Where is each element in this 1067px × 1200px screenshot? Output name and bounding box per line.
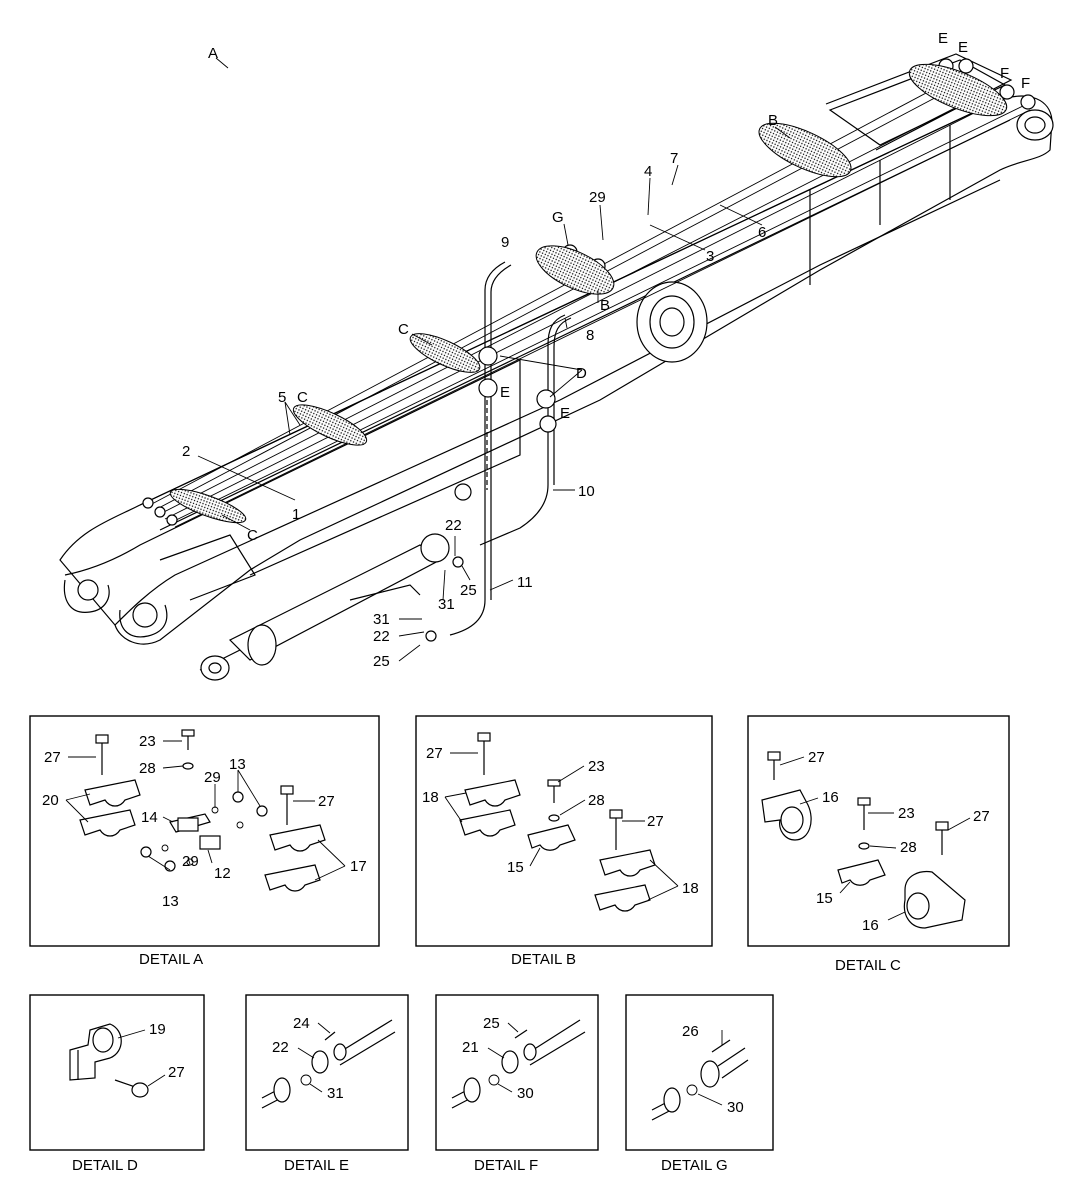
callout-label: 10: [578, 483, 595, 500]
detail-caption: DETAIL B: [511, 951, 576, 968]
detail-label: 13: [162, 893, 179, 910]
detail-label: 30: [727, 1099, 744, 1116]
detail-label: 15: [507, 859, 524, 876]
detail-d: 19 27 DETAIL D: [29, 994, 205, 1174]
callout-label: 9: [501, 234, 509, 251]
detail-label: 23: [588, 758, 605, 775]
callout-label: D: [576, 365, 587, 382]
callout-label: C: [297, 389, 308, 406]
callout-label: 31: [373, 611, 390, 628]
detail-label: 18: [682, 880, 699, 897]
detail-label: 23: [898, 805, 915, 822]
callout-label: E: [958, 39, 968, 56]
callout-label: 29: [589, 189, 606, 206]
detail-label: 29: [182, 853, 199, 870]
detail-label: 23: [139, 733, 156, 750]
detail-label: 29: [204, 769, 221, 786]
detail-label: 28: [139, 760, 156, 777]
detail-label: 27: [318, 793, 335, 810]
detail-label: 18: [422, 789, 439, 806]
callout-label: 22: [445, 517, 462, 534]
detail-label: 20: [42, 792, 59, 809]
detail-label: 27: [647, 813, 664, 830]
detail-label: 27: [808, 749, 825, 766]
main-callouts: A E E F F B 7 4 29 6 G 3 9 B 8 C D E E 5…: [182, 30, 1030, 670]
detail-caption: DETAIL E: [284, 1157, 349, 1174]
detail-b-frame: [415, 715, 713, 947]
callout-label: C: [398, 321, 409, 338]
detail-label: 22: [272, 1039, 289, 1056]
callout-label: B: [768, 112, 778, 129]
detail-label: 26: [682, 1023, 699, 1040]
callout-label: E: [560, 405, 570, 422]
detail-caption: DETAIL A: [139, 951, 203, 968]
callout-label: 3: [706, 248, 714, 265]
detail-f: 25 21 30 DETAIL F: [435, 994, 599, 1174]
detail-label: 27: [168, 1064, 185, 1081]
callout-label: 1: [292, 506, 300, 523]
detail-a-frame: [29, 715, 380, 947]
callout-label: 8: [586, 327, 594, 344]
callout-label: C: [247, 527, 258, 544]
boom-illustration: [59, 53, 1054, 681]
detail-c: 27 16 23 27 28 15 16 DETAIL C: [747, 715, 1010, 974]
detail-b: 27 18 23 28 27 15 18 DETAIL B: [415, 715, 713, 968]
detail-caption: DETAIL C: [835, 957, 901, 974]
detail-label: 31: [327, 1085, 344, 1102]
detail-f-frame: [435, 994, 599, 1151]
detail-label: 19: [149, 1021, 166, 1038]
callout-label: 6: [758, 224, 766, 241]
detail-label: 27: [44, 749, 61, 766]
detail-label: 24: [293, 1015, 310, 1032]
detail-label: 25: [483, 1015, 500, 1032]
callout-label: F: [1021, 75, 1030, 92]
callout-label: 25: [373, 653, 390, 670]
callout-label: B: [600, 297, 610, 314]
callout-label: F: [1000, 65, 1009, 82]
callout-label: 4: [644, 163, 652, 180]
callout-label: 22: [373, 628, 390, 645]
detail-d-frame: [29, 994, 205, 1151]
detail-c-frame: [747, 715, 1010, 947]
callout-label: 2: [182, 443, 190, 460]
callout-label: 31: [438, 596, 455, 613]
callout-label: A: [208, 45, 218, 62]
callout-label: 25: [460, 582, 477, 599]
callout-label: E: [500, 384, 510, 401]
callout-label: 7: [670, 150, 678, 167]
callout-label: G: [552, 209, 564, 226]
detail-e-frame: [245, 994, 409, 1151]
detail-label: 17: [350, 858, 367, 875]
callout-label: 5: [278, 389, 286, 406]
detail-label: 13: [229, 756, 246, 773]
detail-caption: DETAIL G: [661, 1157, 728, 1174]
callout-label: 11: [517, 574, 533, 591]
detail-label: 16: [862, 917, 879, 934]
detail-g-frame: [625, 994, 774, 1151]
detail-caption: DETAIL F: [474, 1157, 538, 1174]
detail-label: 15: [816, 890, 833, 907]
detail-label: 28: [588, 792, 605, 809]
detail-label: 30: [517, 1085, 534, 1102]
detail-label: 21: [462, 1039, 479, 1056]
detail-g: 26 30 DETAIL G: [625, 994, 774, 1174]
callout-label: E: [938, 30, 948, 47]
detail-label: 12: [214, 865, 231, 882]
detail-label: 16: [822, 789, 839, 806]
detail-label: 28: [900, 839, 917, 856]
detail-label: 14: [141, 809, 158, 826]
detail-caption: DETAIL D: [72, 1157, 138, 1174]
detail-label: 27: [973, 808, 990, 825]
detail-a: 27 23 28 20 14 29 13 27 12 17 13 29 DETA…: [29, 715, 380, 968]
detail-e: 24 22 31 DETAIL E: [245, 994, 409, 1174]
detail-label: 27: [426, 745, 443, 762]
